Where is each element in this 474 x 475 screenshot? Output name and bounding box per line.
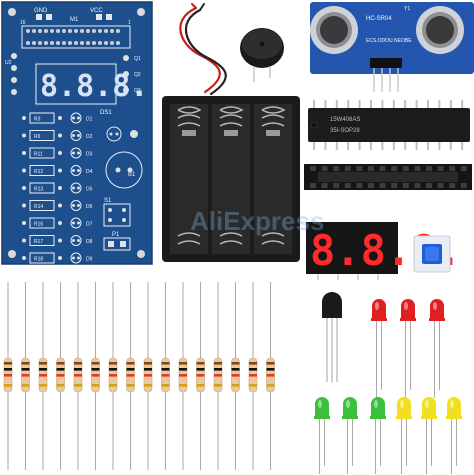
pcb-led-label: D3 [86,152,93,158]
led-group [314,299,462,474]
led [342,397,358,474]
resistor [178,282,188,470]
resistor [196,282,205,470]
pcb-resistor-row: R12 D4 [22,165,93,176]
pcb-pin-16-label: 16 [20,20,26,26]
pcb-side-label-u2: U2 [5,60,12,66]
sensor-sub-text: ECS.ODOU.NEOBE [366,38,412,44]
pcb-resistor-row: R13 D5 [22,182,93,194]
pcb-led-label: D9 [86,257,93,263]
pcb-header-label: M1 [70,17,79,23]
sensor-pin-label: Y1 [404,6,410,12]
pcb-resistor-label: R14 [34,204,43,210]
resistor [56,282,65,470]
pcb-buzzer-label: B1 [128,172,136,178]
resistor [126,282,135,470]
resistor [161,282,170,470]
transistor [322,292,342,382]
pcb-resistor-row: R17 D8 [22,235,93,246]
buzzer [240,28,284,82]
chip-line-2: 35I-SOP28 [330,128,360,134]
pcb-resistor-label: R3 [34,117,41,123]
chip-line-1: 15W408AS [330,117,360,123]
sensor-model-text: HC-SR04 [366,16,392,22]
pcb-left-pads: U2 Q1 Q2 Q3 [5,53,141,95]
led [446,397,462,474]
resistor [91,282,100,470]
watermark-text: AliExpress [190,206,324,236]
tactile-push-button [413,235,451,273]
pcb-pin-1-label: 1 [128,20,131,26]
pcb-led-label: D8 [86,239,93,245]
pcb-led-label: D4 [86,169,93,175]
pcb-display-footprint: 8.8.8. DS1 [35,63,148,116]
pcb-resistor-label: R17 [34,239,43,245]
pcb-led-label: D5 [86,187,93,193]
pcb-resistor-label: R9 [34,134,41,140]
pcb-board: GND VCC M1 16 1 [1,1,153,265]
pcb-side-label-q1: Q1 [134,56,141,62]
resistor [266,282,275,470]
pcb-header-footprint [21,25,131,49]
red-black-wire-pair [179,3,227,96]
microcontroller-chip: 15W408AS 35I-SOP28 [308,100,470,150]
pcb-power-footprint: P1 [103,232,131,251]
led [429,299,445,398]
led [370,397,386,474]
resistor [3,282,13,470]
resistor [231,282,240,470]
pcb-led-label: D6 [86,204,93,210]
ultrasonic-sensor: HC-SR04 ECS.ODOU.NEOBE Y1 [310,2,474,92]
pcb-led-label: D2 [86,134,93,140]
led [314,397,330,474]
led [421,397,437,474]
resistor [38,282,48,470]
led [400,299,416,398]
battery-holder [162,96,300,262]
pcb-resistor-label: R11 [34,152,43,158]
pcb-resistor-row: R18 D9 [22,252,93,264]
pcb-resistor-row: R3 D1 [22,112,93,124]
resistor [108,282,118,470]
led [371,299,387,398]
pcb-resistor-label: R13 [34,187,43,193]
resistor [73,282,83,470]
pcb-top-pads [36,14,112,20]
pcb-display-digits: 8.8.8. [40,69,148,104]
pcb-resistor-row: R9 D2 [22,130,93,141]
pcb-gnd-label: GND [34,8,48,14]
resistor [248,282,258,470]
pcb-switch-footprint: S1 [103,198,131,227]
pcb-resistor-row: R11 D3 [22,147,93,159]
pcb-side-label-q3: Q3 [134,88,141,94]
led [396,397,412,474]
pcb-resistor-label: R16 [34,222,43,228]
pcb-led-label: D7 [86,222,93,228]
pcb-resistor-row: R16 D7 [22,217,93,229]
pcb-transistor-footprint [106,126,138,142]
pcb-resistor-label: R18 [34,257,43,263]
pcb-side-label-q2: Q2 [134,72,141,78]
pcb-resistor-label: R12 [34,169,43,175]
pcb-vcc-label: VCC [90,8,103,14]
pcb-led-label: D1 [86,117,93,123]
pcb-buzzer-footprint: B1 [105,151,143,189]
resistor [21,282,30,470]
resistor [213,282,223,470]
pcb-display-label: DS1 [100,110,112,116]
pcb-power-label: P1 [112,232,120,238]
seven-segment-display: 8.8.8. [306,222,462,280]
pcb-resistor-row: R14 D6 [22,200,93,211]
resistor [143,282,153,470]
ic-socket [304,164,472,190]
pcb-switch-label: S1 [104,198,112,204]
resistor-group [3,282,275,470]
